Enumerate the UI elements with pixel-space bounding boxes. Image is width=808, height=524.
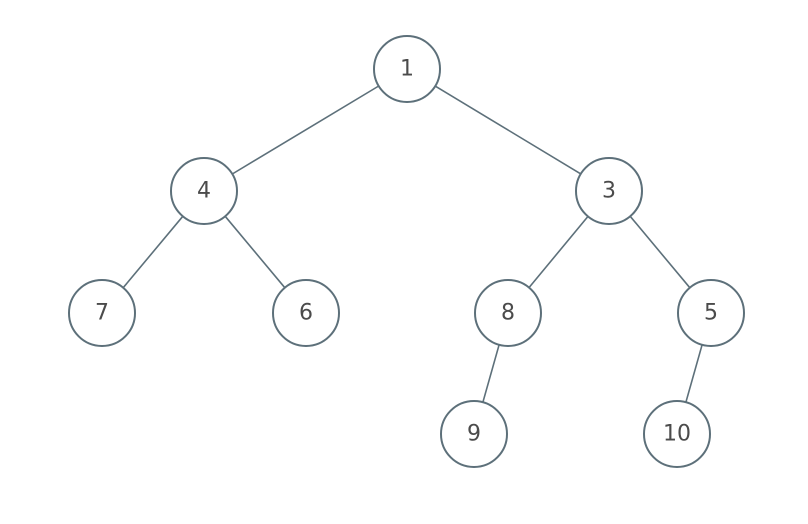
tree-edge xyxy=(629,215,691,289)
tree-edges xyxy=(122,85,703,403)
tree-edge xyxy=(482,344,500,403)
tree-edge xyxy=(231,85,380,175)
tree-node-label: 5 xyxy=(704,301,718,326)
tree-node-label: 1 xyxy=(400,57,414,82)
tree-node-label: 6 xyxy=(299,301,313,326)
tree-node: 10 xyxy=(643,400,711,468)
tree-node: 9 xyxy=(440,400,508,468)
tree-node-circle xyxy=(373,35,441,103)
tree-node-circle xyxy=(474,279,542,347)
tree-node: 1 xyxy=(373,35,441,103)
tree-node: 3 xyxy=(575,157,643,225)
tree-edge xyxy=(434,85,582,175)
tree-node: 7 xyxy=(68,279,136,347)
tree-node-label: 9 xyxy=(467,422,481,447)
tree-node-circle xyxy=(575,157,643,225)
tree-node-circle xyxy=(170,157,238,225)
tree-node-label: 4 xyxy=(197,179,211,204)
tree-node-label: 8 xyxy=(501,301,515,326)
tree-edge xyxy=(122,215,184,289)
tree-node: 8 xyxy=(474,279,542,347)
tree-node: 6 xyxy=(272,279,340,347)
tree-node: 4 xyxy=(170,157,238,225)
tree-node-circle xyxy=(677,279,745,347)
tree-node: 5 xyxy=(677,279,745,347)
tree-edge xyxy=(224,215,286,289)
tree-node-label: 7 xyxy=(95,301,109,326)
tree-node-label: 10 xyxy=(663,422,691,447)
tree-edge xyxy=(528,215,589,289)
tree-nodes: 1 4 3 7 6 8 5 9 10 xyxy=(68,35,745,468)
tree-node-circle xyxy=(272,279,340,347)
tree-node-circle xyxy=(643,400,711,468)
tree-node-circle xyxy=(68,279,136,347)
tree-edge xyxy=(685,344,703,403)
tree-node-circle xyxy=(440,400,508,468)
tree-node-label: 3 xyxy=(602,179,616,204)
